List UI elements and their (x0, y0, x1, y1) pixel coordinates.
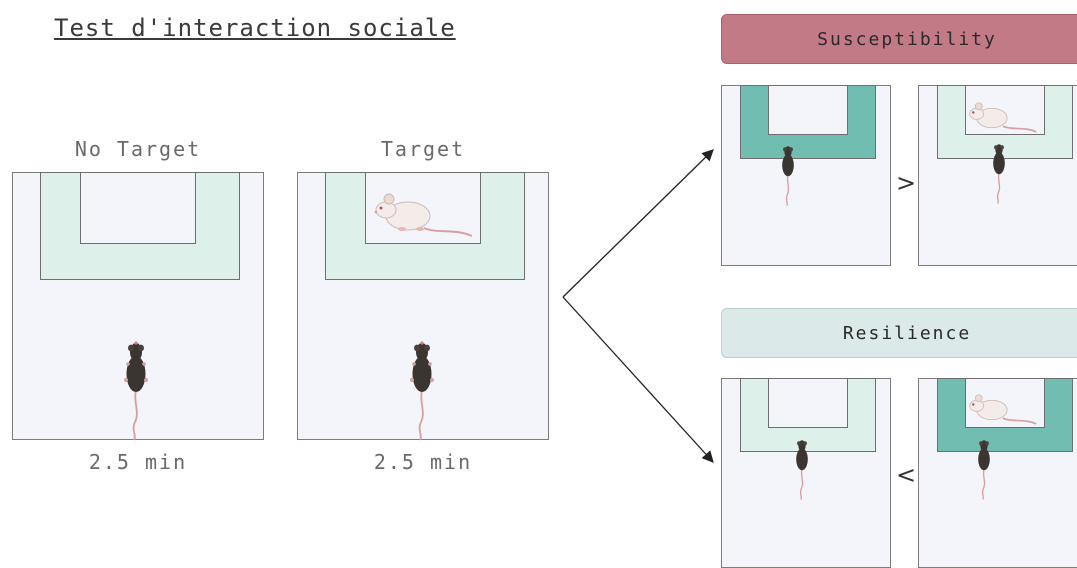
black-mouse-icon (782, 146, 794, 206)
no-target-label: No Target (74, 137, 202, 161)
comparison-greater: > (896, 169, 917, 197)
black-mouse-icon (796, 440, 808, 500)
arrow-icon (562, 296, 714, 463)
no-target-arena (12, 172, 264, 440)
target-enclosure (768, 85, 848, 135)
white-mouse-icon (969, 394, 1037, 425)
black-mouse-icon (410, 341, 434, 441)
white-mouse-icon (374, 193, 473, 237)
white-mouse-icon (969, 102, 1037, 133)
target-duration: 2.5 min (373, 450, 473, 474)
comparison-less: < (896, 461, 917, 489)
susceptibility-label: Susceptibility (721, 14, 1077, 64)
susceptibility-no-target-arena (721, 85, 891, 266)
black-mouse-icon (124, 341, 148, 441)
black-mouse-icon (978, 440, 990, 500)
resilience-label: Resilience (721, 308, 1077, 358)
target-label: Target (380, 137, 466, 161)
page-title: Test d'interaction sociale (54, 14, 456, 42)
arrow-icon (562, 149, 714, 298)
target-enclosure (768, 378, 848, 428)
black-mouse-icon (993, 144, 1005, 204)
susceptibility-target-arena (918, 85, 1077, 266)
target-enclosure (80, 172, 196, 244)
no-target-duration: 2.5 min (88, 450, 188, 474)
branch-arrows (562, 149, 714, 463)
